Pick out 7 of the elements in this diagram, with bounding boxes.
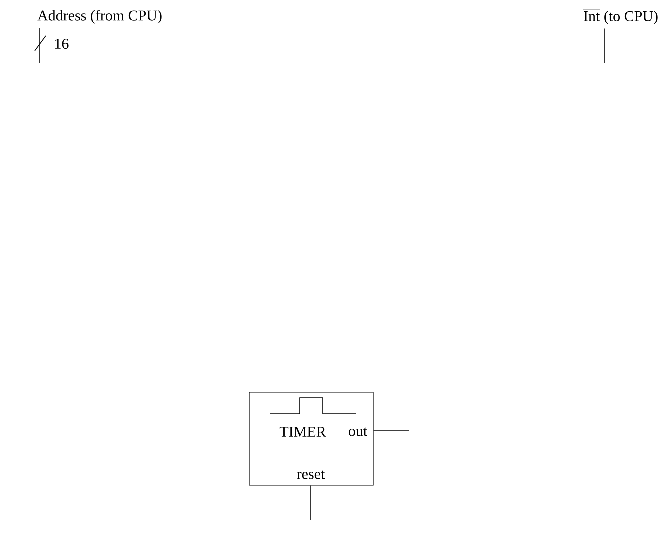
signal-line (310, 485, 312, 520)
bus-width-label: 16 (56, 38, 69, 50)
signal-label: Address (from CPU) (38, 10, 162, 24)
timer-block: TIMER out reset (249, 392, 374, 486)
signal-line (373, 430, 410, 432)
signal-line (604, 28, 606, 64)
signal-label: Int (to CPU) (583, 10, 658, 24)
